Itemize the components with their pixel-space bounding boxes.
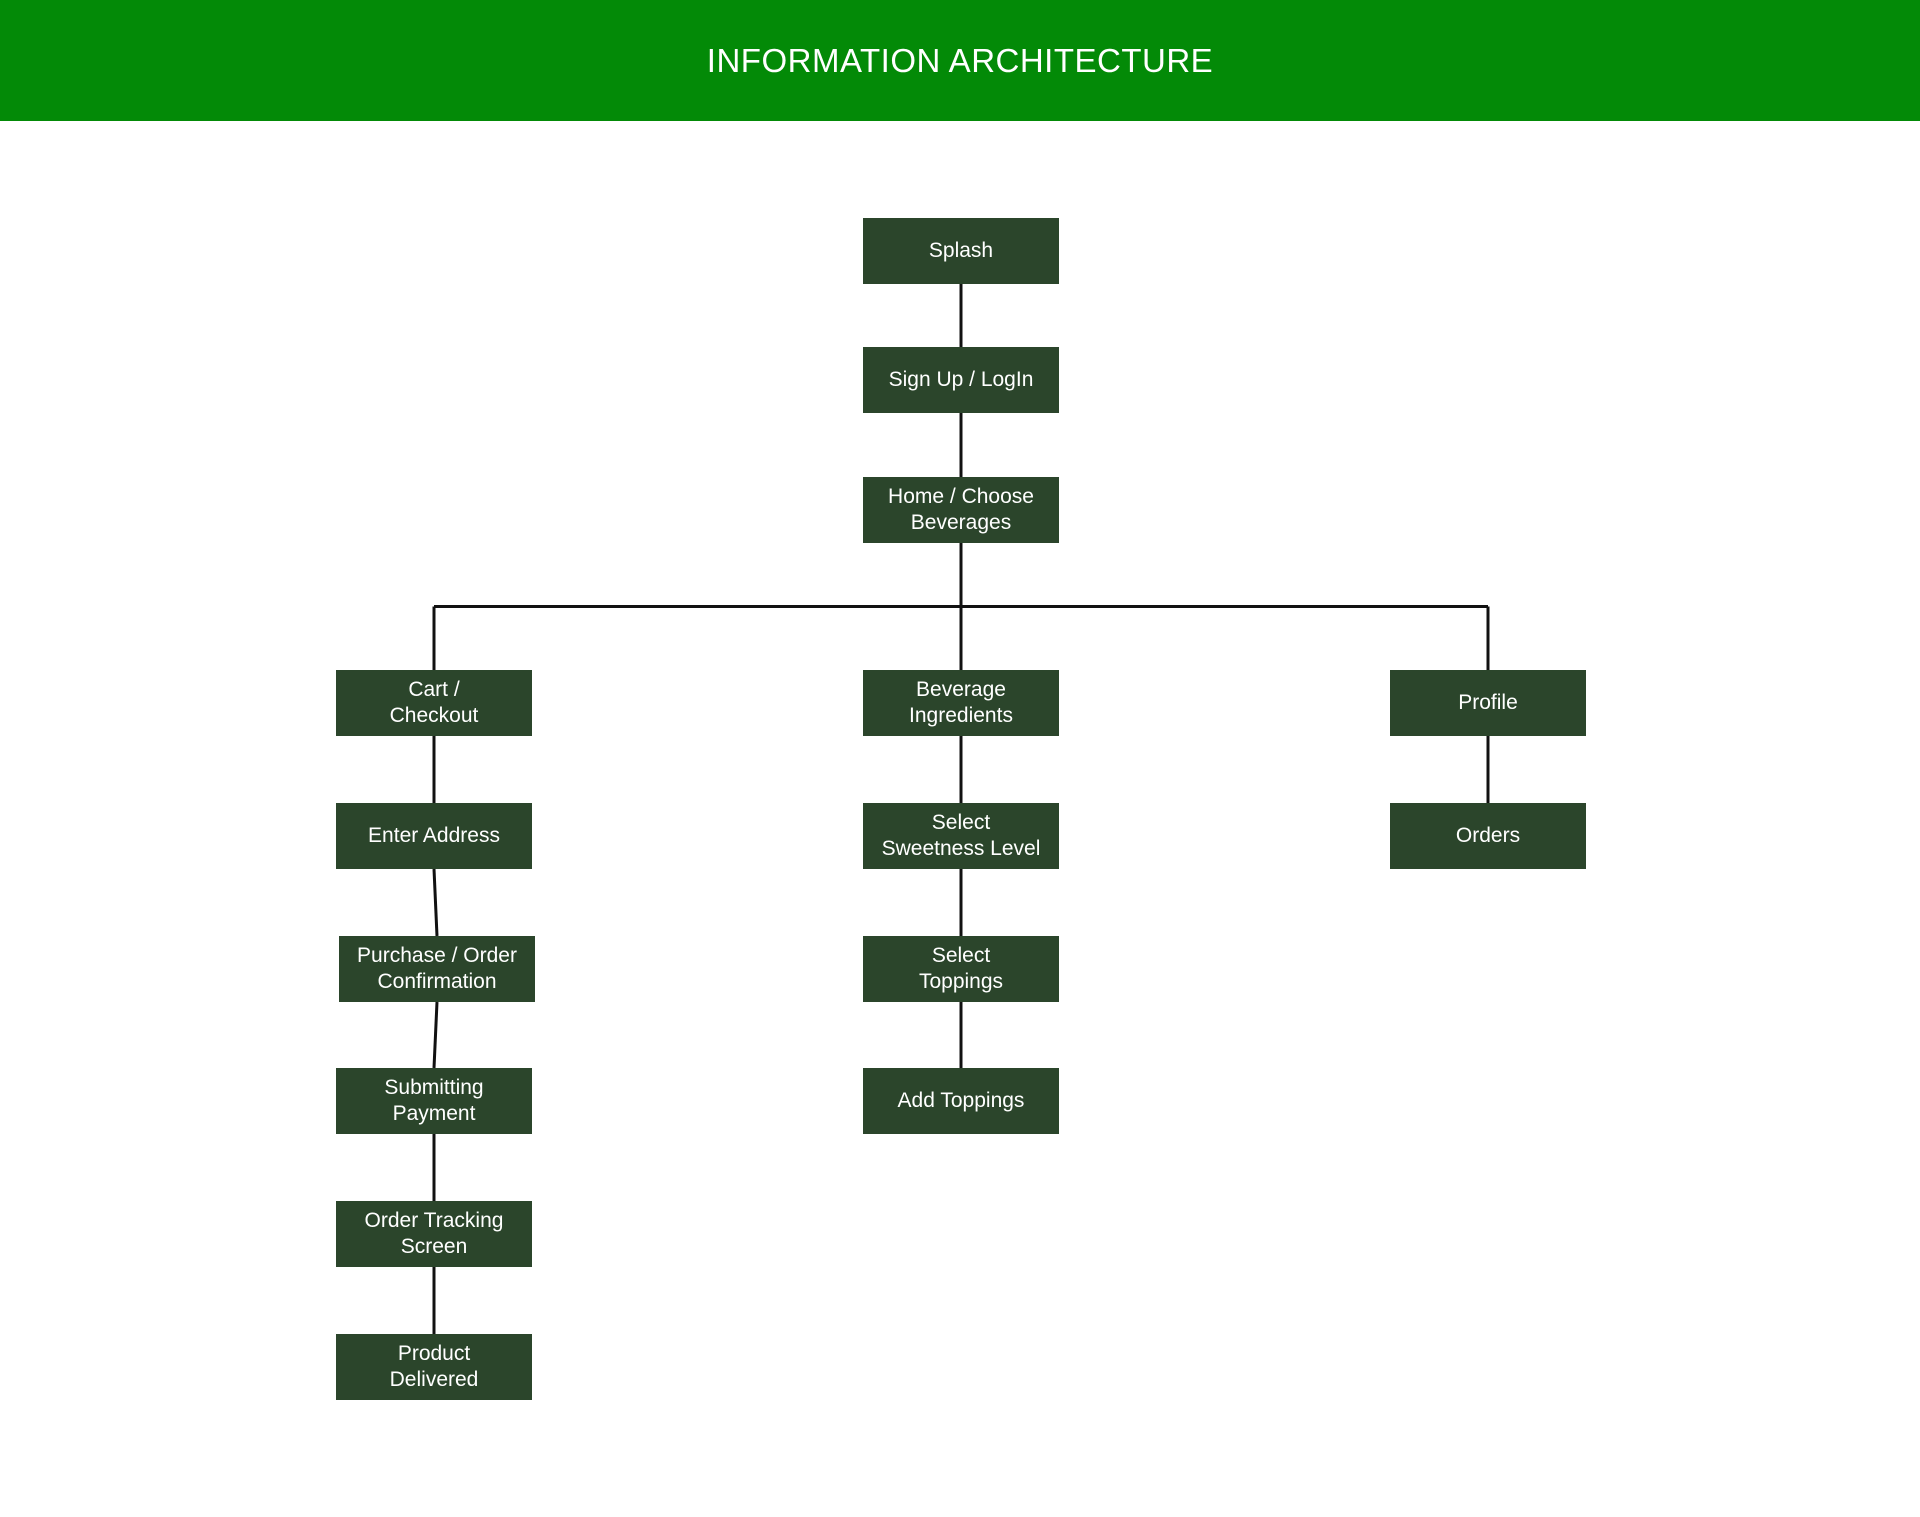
node-enter-address: Enter Address xyxy=(336,803,532,869)
node-orders: Orders xyxy=(1390,803,1586,869)
node-submitting-payment: Submitting Payment xyxy=(336,1068,532,1134)
node-product-delivered: Product Delivered xyxy=(336,1334,532,1400)
header-bar: INFORMATION ARCHITECTURE xyxy=(0,0,1920,121)
node-signup-login: Sign Up / LogIn xyxy=(863,347,1059,413)
page-title: INFORMATION ARCHITECTURE xyxy=(706,41,1214,79)
node-home-choose-beverages: Home / Choose Beverages xyxy=(863,477,1059,543)
node-splash: Splash xyxy=(863,218,1059,284)
node-add-toppings: Add Toppings xyxy=(863,1068,1059,1134)
connector-purchase_confirmation-submitting_payment xyxy=(432,1001,439,1069)
node-select-sweetness-level: Select Sweetness Level xyxy=(863,803,1059,869)
node-order-tracking-screen: Order Tracking Screen xyxy=(336,1201,532,1267)
connector-enter_address-purchase_confirmation xyxy=(432,868,439,937)
node-cart-checkout: Cart / Checkout xyxy=(336,670,532,736)
node-beverage-ingredients: Beverage Ingredients xyxy=(863,670,1059,736)
node-profile: Profile xyxy=(1390,670,1586,736)
node-purchase-confirmation: Purchase / Order Confirmation xyxy=(339,936,535,1002)
node-select-toppings: Select Toppings xyxy=(863,936,1059,1002)
